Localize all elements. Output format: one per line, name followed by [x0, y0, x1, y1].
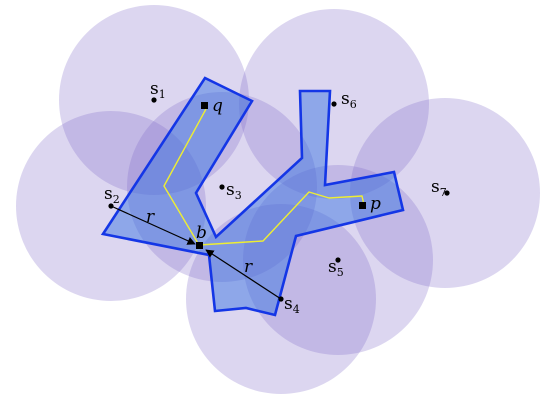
path-q-to-p [163, 108, 365, 246]
site-markers [108, 97, 450, 302]
site-dot-s7 [444, 190, 450, 196]
radius-label-lower: r [244, 257, 253, 277]
point-p-label: p [370, 194, 381, 214]
site-dot-s2 [108, 203, 114, 209]
point-b-label: b [196, 223, 207, 243]
site-label-s2: s2 [104, 184, 120, 206]
radius-arrow-s2-b [110, 205, 196, 245]
point-q-label: q [212, 96, 223, 116]
radius-label-upper: r [146, 207, 155, 227]
site-label-s6: s6 [341, 89, 357, 111]
site-label-s5: s5 [328, 257, 344, 279]
polygon-domain [100, 76, 405, 317]
site-label-s4: s4 [284, 294, 300, 316]
radius-arrow-s4-b [205, 249, 282, 300]
point-b-marker [196, 242, 203, 249]
site-label-s3: s3 [226, 180, 242, 202]
site-label-s7: s7 [431, 177, 447, 199]
point-p-marker [359, 202, 366, 209]
site-dot-s4 [278, 296, 284, 302]
point-q-marker [201, 102, 208, 109]
site-dot-s5 [335, 257, 341, 263]
site-dot-s6 [331, 101, 337, 107]
site-dot-s3 [219, 184, 225, 190]
site-dot-s1 [151, 97, 157, 103]
site-label-s1: s1 [150, 79, 166, 101]
